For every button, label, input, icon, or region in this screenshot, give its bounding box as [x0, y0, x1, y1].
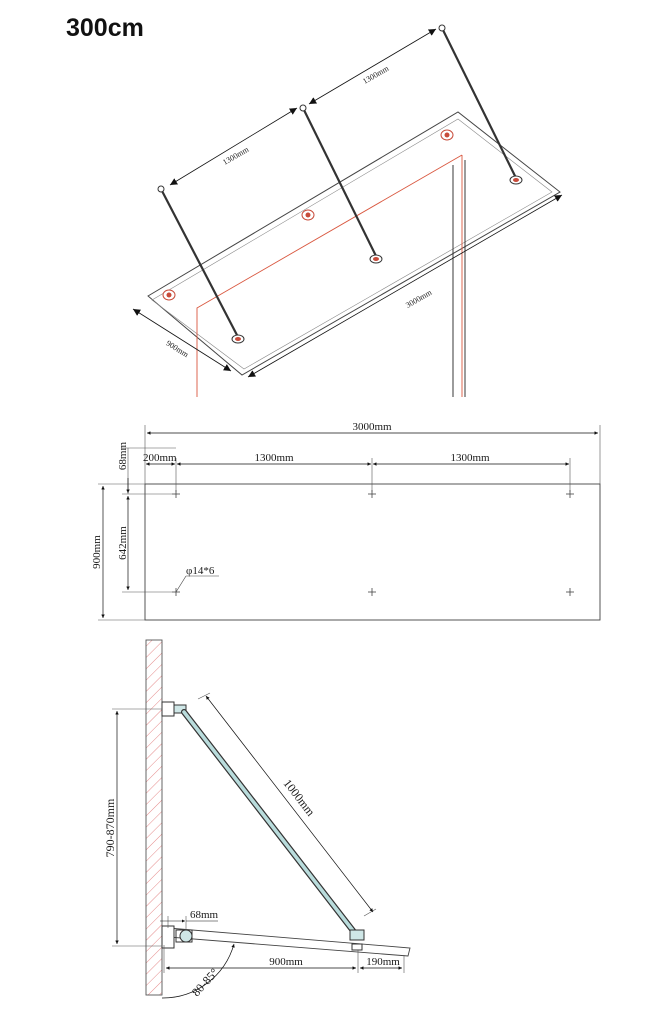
top-bracket-icon: [161, 701, 187, 717]
dim-label-height-range: 790-870mm: [103, 798, 117, 857]
hole-marker-icon: [368, 490, 376, 498]
support-rod-1: [160, 188, 239, 338]
dim-label-edge-offset: 200mm: [143, 452, 177, 464]
mounting-holes: [172, 490, 574, 596]
hole-spec-label: φ14*6: [186, 565, 215, 577]
dim-label-rod-spacing-1: 1300mm: [221, 144, 251, 166]
fitting-icon: [231, 334, 245, 344]
wall-bracket-icon: [301, 209, 315, 221]
dim-label-spacing-1: 1300mm: [254, 452, 294, 464]
dim-label-rod-length: 1000mm: [281, 776, 319, 819]
angle-arc: [161, 943, 235, 999]
dim-label-total-length: 3000mm: [352, 421, 392, 433]
fitting-icon: [369, 254, 383, 264]
wall-outline: [196, 154, 466, 397]
fitting-icon: [509, 175, 523, 185]
page-title: 300cm: [66, 14, 144, 42]
glass-panel-inner-edge: [151, 118, 553, 370]
isometric-view: 1300mm 1300mm 3000mm 900mm: [132, 24, 563, 397]
dimension-line-length: [247, 194, 563, 378]
glass-clamp-icon: [349, 929, 365, 951]
dim-label-bracket-offset: 68mm: [190, 909, 219, 921]
dim-label-rod-spacing-2: 1300mm: [361, 63, 391, 85]
side-view: 1000mm 790-870mm 68mm 900mm 190mm 80-85°: [103, 639, 411, 999]
dimension-line-rod-spacing-1: [169, 107, 298, 186]
dimension-line-depth: [132, 308, 232, 372]
dim-label-hole-spacing: 642mm: [117, 526, 129, 560]
dimension-line-rod-length: [205, 695, 374, 913]
dim-label-depth: 900mm: [165, 339, 191, 360]
dim-label-angle-range: 80-85°: [189, 965, 221, 999]
dim-label-spacing-2: 1300mm: [450, 452, 490, 464]
dim-label-length: 3000mm: [404, 287, 434, 309]
hole-marker-icon: [566, 490, 574, 498]
glass-panel-outline: [147, 111, 561, 376]
support-rod-2: [302, 107, 377, 257]
hole-marker-icon: [368, 588, 376, 596]
plan-panel-outline: [144, 483, 601, 621]
dim-label-side-depth: 900mm: [269, 956, 303, 968]
dim-label-plan-depth: 900mm: [91, 535, 103, 569]
hole-marker-icon: [566, 588, 574, 596]
support-rod-3: [441, 27, 517, 179]
wall-bracket-icon: [440, 129, 454, 141]
plan-view: 3000mm 200mm 1300mm 1300mm φ14*6: [91, 421, 601, 621]
dim-label-overhang: 190mm: [366, 956, 400, 968]
dim-label-top-offset: 68mm: [117, 442, 129, 471]
wall-bracket-icon: [162, 289, 176, 301]
glass-panel-section: [167, 927, 411, 957]
dimension-line-rod-spacing-2: [308, 28, 437, 105]
hole-marker-icon: [172, 490, 180, 498]
wall-section: [145, 639, 163, 996]
glass-fittings: [162, 129, 523, 344]
